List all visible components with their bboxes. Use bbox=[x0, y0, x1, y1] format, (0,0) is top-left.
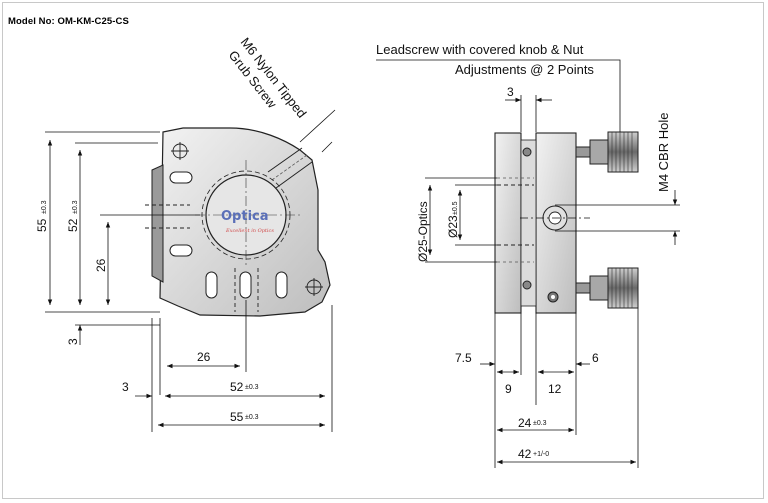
m4-cbr-label: M4 CBR Hole bbox=[656, 113, 671, 192]
leadscrew-label-2: Adjustments @ 2 Points bbox=[455, 62, 594, 77]
dim-12: 12 bbox=[548, 382, 562, 396]
dim-7-5: 7.5 bbox=[455, 351, 472, 365]
dim-55-tol: ±0.3 bbox=[41, 200, 48, 214]
dim-42-tol: +1/-0 bbox=[533, 451, 549, 458]
dim-3-top: 3 bbox=[507, 85, 514, 99]
side-dim-labels: Leadscrew with covered knob & Nut Adjust… bbox=[376, 42, 671, 461]
leadscrew-label-1: Leadscrew with covered knob & Nut bbox=[376, 42, 584, 57]
front-dimensions bbox=[45, 109, 336, 432]
dim-3-vertical: 3 bbox=[66, 338, 80, 345]
dim-55-vertical: 55 bbox=[35, 218, 49, 232]
dim-26-horizontal: 26 bbox=[197, 350, 211, 364]
side-boss bbox=[151, 164, 164, 283]
dim-optics: Ø25-Optics bbox=[416, 201, 430, 262]
dim-24: 24 bbox=[518, 416, 532, 430]
model-number: Model No: OM-KM-C25-CS bbox=[8, 16, 129, 27]
top-adjuster-knob bbox=[575, 131, 639, 173]
crosshair-holes bbox=[171, 142, 323, 296]
mounting-slots bbox=[169, 171, 288, 299]
dim-52-vertical: 52 bbox=[66, 218, 80, 232]
dim-3-horizontal: 3 bbox=[122, 380, 129, 394]
dim-52-horizontal: 52 bbox=[230, 380, 244, 394]
logo-text: Optica bbox=[221, 209, 269, 224]
dim-55-horizontal: 55 bbox=[230, 410, 244, 424]
dim-9: 9 bbox=[505, 382, 512, 396]
rear-plate bbox=[494, 132, 522, 314]
dim-42: 42 bbox=[518, 447, 532, 461]
dim-52-tol: ±0.3 bbox=[72, 200, 79, 214]
side-dimensions bbox=[376, 59, 680, 468]
dim-24-tol: ±0.3 bbox=[533, 420, 547, 427]
dim-52h-tol: ±0.3 bbox=[245, 384, 259, 391]
dim-23: Ø23 bbox=[446, 215, 460, 238]
dim-26-vertical: 26 bbox=[94, 258, 108, 272]
front-view: Optica Excellent in Optics bbox=[145, 127, 331, 317]
dim-23-tol: ±0.5 bbox=[452, 201, 459, 215]
bottom-adjuster-knob bbox=[575, 267, 639, 309]
dim-55h-tol: ±0.3 bbox=[245, 414, 259, 421]
dim-6: 6 bbox=[592, 351, 599, 365]
side-view bbox=[494, 131, 639, 314]
logo-tagline: Excellent in Optics bbox=[225, 228, 274, 234]
